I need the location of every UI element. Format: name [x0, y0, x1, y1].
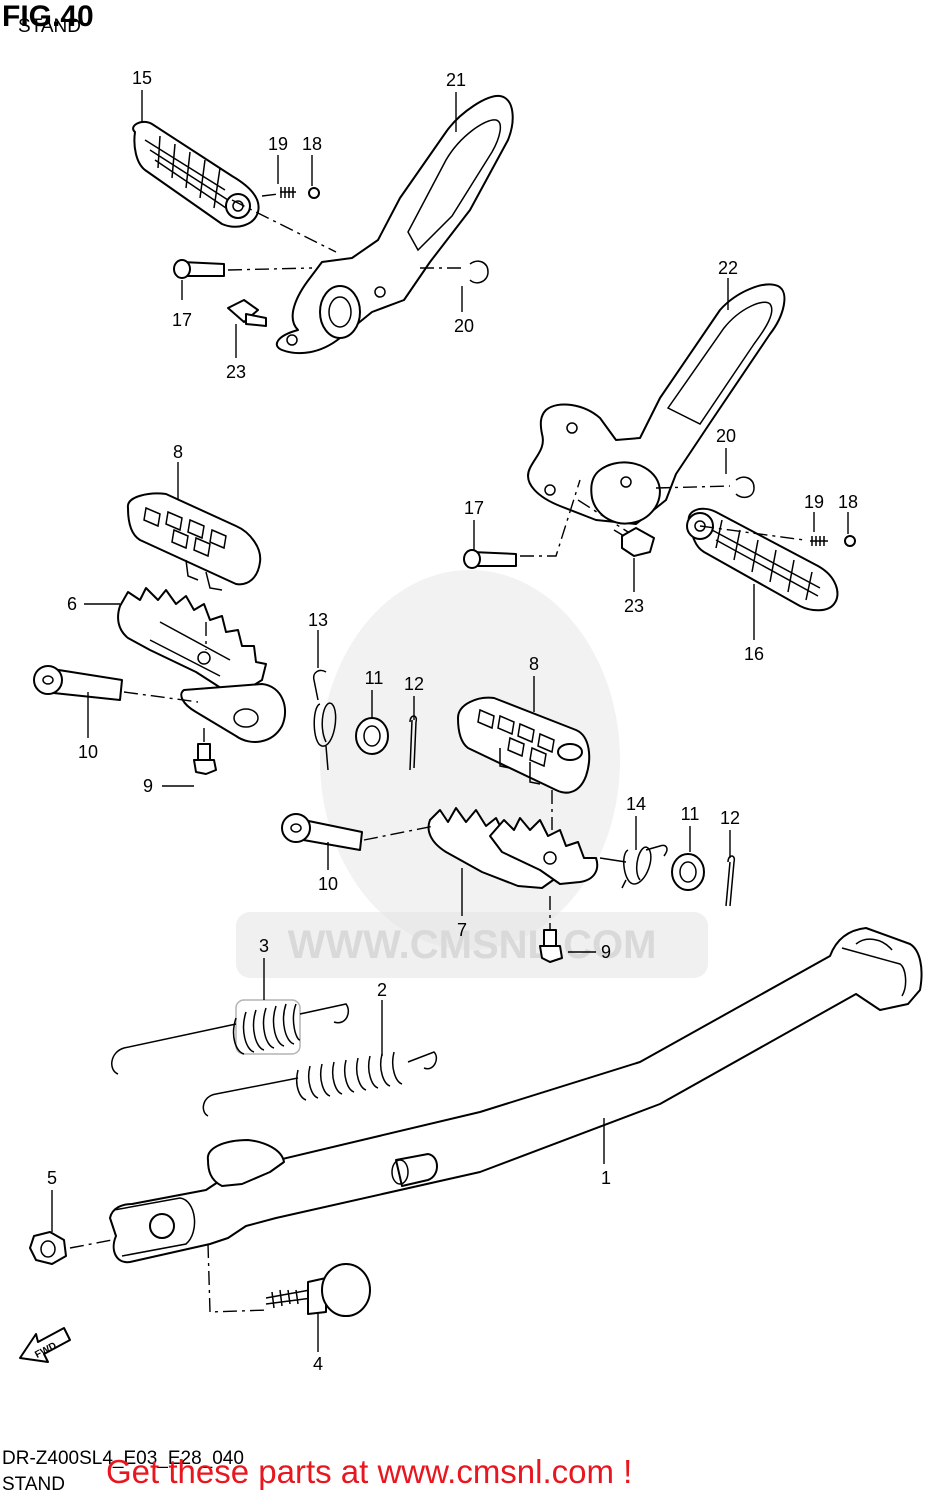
part-4-bolt[interactable]	[265, 1263, 371, 1317]
callout-23: 23	[624, 596, 644, 616]
callout-19: 19	[804, 492, 824, 512]
callout-8: 8	[173, 442, 183, 462]
part-1-side-stand[interactable]	[109, 927, 923, 1264]
part-15-footrest-left[interactable]	[132, 120, 260, 228]
callout-19: 19	[268, 134, 288, 154]
part-2-spring[interactable]	[202, 1051, 438, 1117]
part-22-bracket-right[interactable]	[527, 283, 786, 525]
part-11-washer-left[interactable]	[355, 717, 389, 755]
callout-5: 5	[47, 1168, 57, 1188]
part-6-footpeg-left[interactable]	[117, 587, 287, 743]
callout-20: 20	[716, 426, 736, 446]
callout-10: 10	[78, 742, 98, 762]
part-8-rubber-left[interactable]	[126, 492, 262, 591]
part-8-rubber-right[interactable]	[457, 696, 591, 794]
callout-6: 6	[67, 594, 77, 614]
callout-17: 17	[464, 498, 484, 518]
callout-9: 9	[601, 942, 611, 962]
part-13-spring[interactable]	[312, 669, 337, 771]
callout-9: 9	[143, 776, 153, 796]
callout-2: 2	[377, 980, 387, 1000]
part-11-washer-right[interactable]	[671, 853, 705, 891]
callout-18: 18	[838, 492, 858, 512]
callout-12: 12	[720, 808, 740, 828]
fwd-arrow-icon: FWD	[19, 1327, 71, 1363]
part-10-pin-left[interactable]	[33, 665, 123, 701]
callout-11: 11	[681, 804, 700, 824]
callout-12: 12	[404, 674, 424, 694]
callout-23: 23	[226, 362, 246, 382]
part-23-bolt-right[interactable]	[613, 527, 655, 557]
part-23-bolt-upper[interactable]	[227, 299, 267, 327]
part-20-eclip-upper[interactable]	[469, 260, 489, 284]
callout-14: 14	[626, 794, 646, 814]
part-7-footpeg-right[interactable]	[427, 807, 599, 889]
callout-21: 21	[446, 70, 466, 90]
part-5-nut[interactable]	[29, 1231, 67, 1265]
figure-section-title: STAND	[18, 16, 81, 37]
callout-7: 7	[457, 920, 467, 940]
callout-10: 10	[318, 874, 338, 894]
part-20-eclip-right[interactable]	[735, 476, 755, 499]
part-14-spring[interactable]	[599, 844, 668, 889]
callout-1: 1	[601, 1168, 611, 1188]
callout-labels: 15 21 19 18 17 20 23 22 20 19 18 17 23 1…	[47, 68, 858, 1374]
watermark-logo: WWW.CMSNL.COM	[236, 570, 708, 978]
model-code: DR-Z400SL4_E03_E28_040	[2, 1448, 244, 1469]
callout-18: 18	[302, 134, 322, 154]
part-9-bolt-right[interactable]	[539, 929, 563, 963]
callout-3: 3	[259, 936, 269, 956]
callout-17: 17	[172, 310, 192, 330]
leader-lines	[51, 90, 849, 1352]
part-18-ball-upper[interactable]	[308, 187, 320, 199]
part-12-cotter-right[interactable]	[725, 855, 736, 907]
part-10-pin-right[interactable]	[281, 813, 363, 851]
part-19-spring-upper[interactable]	[280, 187, 296, 198]
part-18-ball-right[interactable]	[844, 535, 856, 547]
callout-20: 20	[454, 316, 474, 336]
part-19-spring-right[interactable]	[810, 536, 828, 546]
footer-section-title: STAND	[2, 1474, 65, 1495]
callout-16: 16	[744, 644, 764, 664]
part-17-pin-right[interactable]	[463, 549, 517, 569]
callout-11: 11	[365, 668, 384, 688]
callout-15: 15	[132, 68, 152, 88]
callout-13: 13	[308, 610, 328, 630]
watermark-url: WWW.CMSNL.COM	[288, 923, 657, 967]
callout-4: 4	[313, 1354, 323, 1374]
callout-8: 8	[529, 654, 539, 674]
figure-number: FIG.40	[2, 0, 94, 33]
callout-22: 22	[718, 258, 738, 278]
part-16-footrest-right[interactable]	[686, 507, 839, 612]
part-17-pin-upper[interactable]	[173, 259, 225, 279]
part-3-spring[interactable]	[111, 999, 350, 1075]
promo-link[interactable]: Get these parts at www.cmsnl.com !	[106, 1453, 633, 1490]
part-21-bracket-left[interactable]	[275, 94, 514, 355]
part-9-bolt-left[interactable]	[193, 743, 217, 775]
